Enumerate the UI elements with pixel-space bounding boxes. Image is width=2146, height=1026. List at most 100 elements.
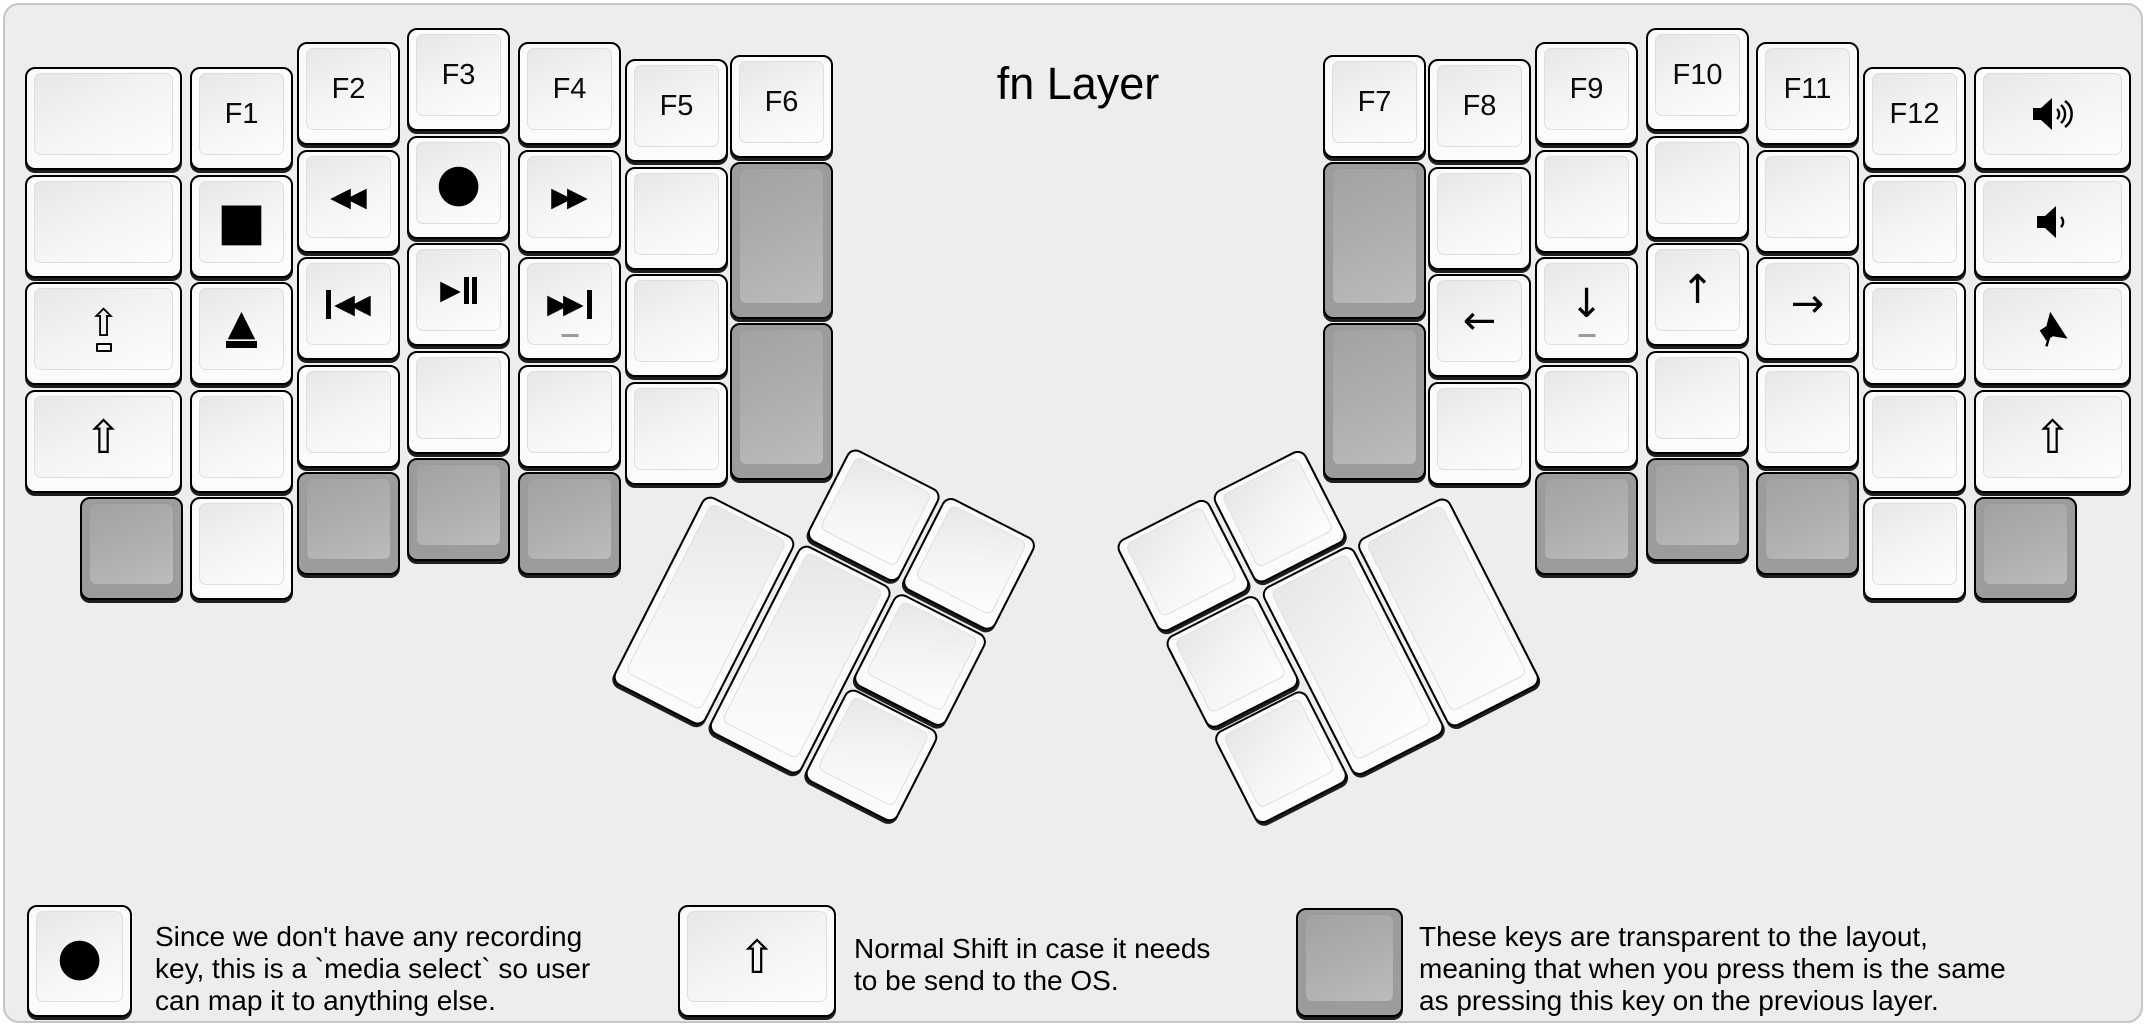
key-f3[interactable]: F3 xyxy=(407,28,510,131)
keytop: F9 xyxy=(1544,48,1629,130)
key-r1-r2[interactable] xyxy=(1428,167,1531,270)
keytop: ⇧ xyxy=(34,396,173,478)
key-label: F12 xyxy=(1889,97,1940,130)
keytop: ◀◀ xyxy=(306,263,391,345)
key-r5-r3[interactable] xyxy=(1863,282,1966,385)
key-l5-r2[interactable] xyxy=(625,167,728,270)
key-r4-r5[interactable] xyxy=(1756,472,1859,575)
key-arrow-right[interactable]: → xyxy=(1756,257,1859,360)
legend-line: meaning that when you press them is the … xyxy=(1419,953,2006,984)
key-l4-r4[interactable] xyxy=(518,365,621,468)
key-play-pause[interactable]: ▶ xyxy=(407,243,510,346)
key-l5-r4[interactable] xyxy=(625,382,728,485)
keytop xyxy=(89,503,174,585)
keytop: ▶▶ xyxy=(527,156,612,238)
key-rewind[interactable]: ◀◀ xyxy=(297,150,400,253)
key-r4-r2[interactable] xyxy=(1756,150,1859,253)
key-f11[interactable]: F11 xyxy=(1756,42,1859,145)
key-r2-r2[interactable] xyxy=(1535,150,1638,253)
homing-mark xyxy=(1578,334,1595,337)
key-shift-right[interactable]: ⇧ xyxy=(1974,390,2131,493)
key-f10[interactable]: F10 xyxy=(1646,28,1749,131)
key-r6-r5[interactable] xyxy=(1974,497,2077,600)
keytop xyxy=(1544,371,1629,453)
key-r5-r2[interactable] xyxy=(1863,175,1966,278)
key-r2-r5[interactable] xyxy=(1535,472,1638,575)
key-r3-r5[interactable] xyxy=(1646,458,1749,561)
key-r3-r4[interactable] xyxy=(1646,351,1749,454)
key-label: F6 xyxy=(764,85,799,118)
key-f2[interactable]: F2 xyxy=(297,42,400,145)
legend-line: as pressing this key on the previous lay… xyxy=(1419,985,1939,1016)
keytop xyxy=(1221,456,1335,569)
keytop: ◀◀ xyxy=(306,156,391,238)
key-l4-r5[interactable] xyxy=(518,472,621,575)
key-l0-r1[interactable] xyxy=(25,67,182,170)
key-l2-r5[interactable] xyxy=(297,472,400,575)
key-r5-r4[interactable] xyxy=(1863,390,1966,493)
key-r0-r2[interactable] xyxy=(1323,162,1426,319)
arrow-down-icon: ↓ xyxy=(1569,281,1604,327)
key-r0-r3[interactable] xyxy=(1323,323,1426,480)
key-l1-r4[interactable] xyxy=(190,390,293,493)
keytop xyxy=(819,455,933,568)
key-r1-r4[interactable] xyxy=(1428,382,1531,485)
keytop: ← xyxy=(1437,280,1522,362)
key-stop[interactable]: ■ xyxy=(190,175,293,278)
key-shift-lock[interactable]: ⇧ xyxy=(25,282,182,385)
legend-line: to be send to the OS. xyxy=(854,965,1119,996)
key-shift-left[interactable]: ⇧ xyxy=(25,390,182,493)
keytop xyxy=(739,329,824,465)
key-l3-r5[interactable] xyxy=(407,458,510,561)
key-r3-r2[interactable] xyxy=(1646,136,1749,239)
key-l3-r4[interactable] xyxy=(407,351,510,454)
key-f4[interactable]: F4 xyxy=(518,42,621,145)
key-record[interactable]: ● xyxy=(407,136,510,239)
key-arrow-left[interactable]: ← xyxy=(1428,274,1531,377)
key-r4-r4[interactable] xyxy=(1756,365,1859,468)
key-r2-r4[interactable] xyxy=(1535,365,1638,468)
key-volume-mute[interactable] xyxy=(1974,282,2131,385)
keytop xyxy=(1765,371,1850,453)
key-l6-r3[interactable] xyxy=(730,323,833,480)
key-f5[interactable]: F5 xyxy=(625,59,728,162)
key-f8[interactable]: F8 xyxy=(1428,59,1531,162)
key-label: F4 xyxy=(552,72,587,105)
key-prev-track[interactable]: ◀◀ xyxy=(297,257,400,360)
key-arrow-down[interactable]: ↓ xyxy=(1535,257,1638,360)
shift-icon: ⇧ xyxy=(84,410,123,464)
key-arrow-up[interactable]: ↑ xyxy=(1646,243,1749,346)
key-l0-r2[interactable] xyxy=(25,175,182,278)
key-volume-down[interactable] xyxy=(1974,175,2131,278)
key-fast-forward[interactable]: ▶▶ xyxy=(518,150,621,253)
key-label: F9 xyxy=(1569,72,1604,105)
key-l6-r2[interactable] xyxy=(730,162,833,319)
key-r5-r5[interactable] xyxy=(1863,497,1966,600)
key-l5-r3[interactable] xyxy=(625,274,728,377)
legend-record-key[interactable]: ● xyxy=(27,905,132,1017)
key-f12[interactable]: F12 xyxy=(1863,67,1966,170)
legend-transparent-text: These keys are transparent to the layout… xyxy=(1419,921,2006,1017)
key-volume-up[interactable] xyxy=(1974,67,2131,170)
keytop xyxy=(1872,503,1957,585)
key-label: F8 xyxy=(1462,89,1497,122)
keytop xyxy=(1983,181,2122,263)
key-f1[interactable]: F1 xyxy=(190,67,293,170)
key-l2-r4[interactable] xyxy=(297,365,400,468)
keytop xyxy=(1332,168,1417,304)
key-l0-r5[interactable] xyxy=(80,497,183,600)
record-icon: ● xyxy=(56,926,103,987)
key-l1-r5[interactable] xyxy=(190,497,293,600)
key-eject[interactable]: ▲ xyxy=(190,282,293,385)
keytop xyxy=(634,388,719,470)
keytop: F12 xyxy=(1872,73,1957,155)
keytop xyxy=(634,280,719,362)
legend-line: Since we don't have any recording xyxy=(155,921,583,952)
key-next-track[interactable]: ▶▶ xyxy=(518,257,621,360)
key-f7[interactable]: F7 xyxy=(1323,55,1426,158)
legend-shift-key[interactable]: ⇧ xyxy=(678,905,836,1017)
key-f6[interactable]: F6 xyxy=(730,55,833,158)
key-f9[interactable]: F9 xyxy=(1535,42,1638,145)
legend-transparent-key[interactable] xyxy=(1296,908,1403,1017)
keytop xyxy=(416,464,501,546)
